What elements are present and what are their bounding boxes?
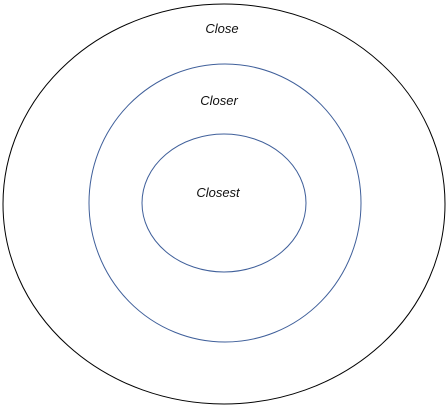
label-close: Close [205,21,238,36]
inner-ring-closest [141,133,307,273]
middle-ring-closer [88,63,362,343]
label-closest: Closest [196,185,241,200]
label-closer: Closer [200,93,238,108]
outer-ring-close [2,3,446,405]
